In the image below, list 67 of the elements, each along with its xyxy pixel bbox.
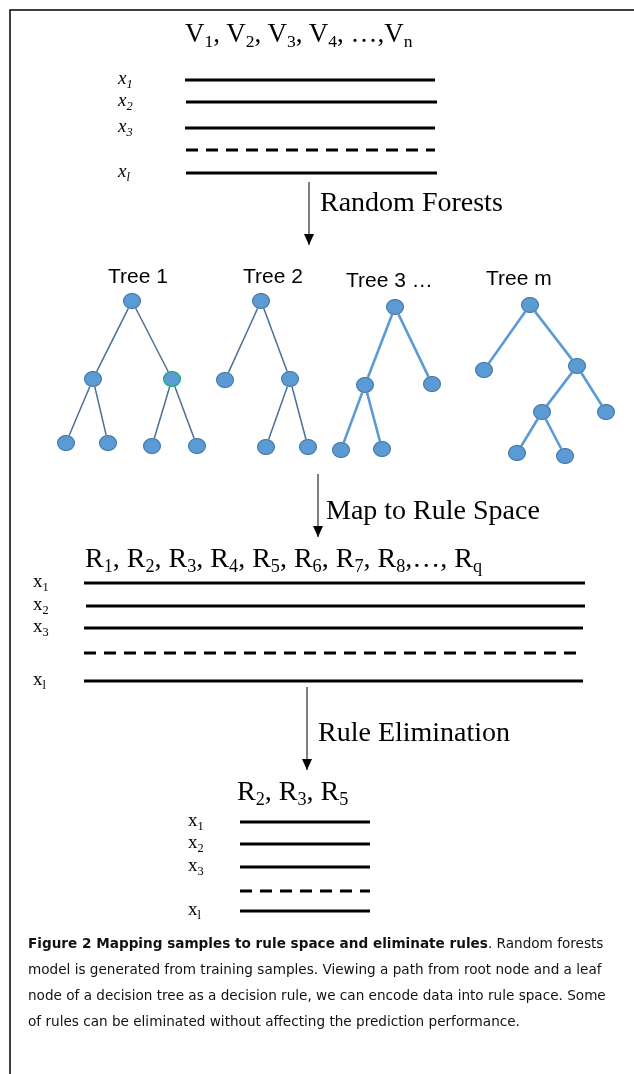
tree-node-circle (386, 299, 404, 315)
tree-node-circle (568, 358, 586, 374)
column-header: R$_{2}$, R$_{3}$, R$_{5}$ (237, 774, 349, 808)
tree-branch-line (520, 418, 539, 447)
row-label: x$_{2}$ (118, 90, 133, 110)
tree-node-circle (299, 439, 317, 455)
row-label: x$_{l}$ (188, 899, 201, 919)
tree-node-circle (533, 404, 551, 420)
tree-node-circle (475, 362, 493, 378)
row-label: x$_{2}$ (188, 832, 204, 852)
tree-branch-line (342, 392, 364, 443)
tree-title: Tree 2 (243, 264, 303, 288)
tree-branch-line (267, 385, 289, 441)
tree-branch-line (487, 311, 527, 364)
tree-node-circle (252, 293, 270, 309)
row-label: x$_{3}$ (33, 616, 49, 636)
row-label: x$_{3}$ (188, 855, 204, 875)
tree-node-circle (356, 377, 374, 393)
tree-node-circle (281, 371, 299, 387)
tree-node-circle (332, 442, 350, 458)
tree-node-circle (556, 448, 574, 464)
tree-node-circle (84, 371, 102, 387)
column-header: R$_{1}$, R$_{2}$, R$_{3}$, R$_{4}$, R$_{5}$, R$_{6}$, R$_{7}$, R$_{8}$,…, R$_{q}$ (85, 541, 483, 575)
tree-branch-line (153, 386, 171, 439)
row-label: x$_{l}$ (118, 161, 130, 181)
tree-node-circle (216, 372, 234, 388)
tree-node-circle (188, 438, 206, 454)
row-label: x$_{3}$ (118, 116, 133, 136)
tree-branch-line (95, 307, 130, 373)
tree-branch-line (365, 392, 382, 442)
tree-branch-line (94, 386, 107, 436)
tree-node-circle (57, 435, 75, 451)
tree-node-circle (123, 293, 141, 309)
tree-node-circle (521, 297, 539, 313)
row-label: x$_{1}$ (188, 810, 204, 830)
tree-branch-line (366, 314, 394, 378)
tree-title: Tree 3 … (346, 268, 433, 292)
tree-branch-line (534, 310, 573, 361)
arrow (304, 181, 314, 246)
tree-node-circle (163, 371, 181, 387)
row-label: x$_{1}$ (33, 571, 49, 591)
row-label: x$_{2}$ (33, 594, 49, 614)
tree-node-circle (99, 435, 117, 451)
tree-branch-line (227, 307, 259, 374)
tree-node-circle (373, 441, 391, 457)
tree-branch-line (397, 313, 430, 378)
tree-node-circle (508, 445, 526, 461)
tree-node-circle (597, 404, 615, 420)
tree-branch-line (544, 418, 563, 450)
tree-branch-line (174, 385, 195, 440)
arrow (313, 473, 323, 538)
tree-node-circle (257, 439, 275, 455)
figure-caption: Figure 2 Mapping samples to rule space and eliminate rules. Random forests model is generated from training samples. Viewing a path from root node and a leaf node of a decision tree as a decision rule, we can encode data into rule space. Some of rules can be eliminated without affecting the prediction performance. (28, 934, 607, 1031)
tree-branch-line (263, 307, 288, 373)
tree-node-circle (143, 438, 161, 454)
tree-title: Tree 1 (108, 264, 168, 288)
tree-branch-line (68, 385, 91, 437)
column-header: V$_{1}$, V$_{2}$, V$_{3}$, V$_{4}$, …,V$_{n}$ (185, 17, 413, 50)
arrow (302, 686, 312, 771)
row-label: x$_{1}$ (118, 68, 133, 88)
tree-branch-line (135, 307, 169, 373)
row-label: x$_{l}$ (33, 669, 46, 689)
tree-title: Tree m (486, 266, 552, 290)
tree-node-circle (423, 376, 441, 392)
tree-branch-line (291, 386, 307, 440)
tree-branch-line (580, 372, 603, 406)
tree-branch-line (546, 371, 573, 407)
